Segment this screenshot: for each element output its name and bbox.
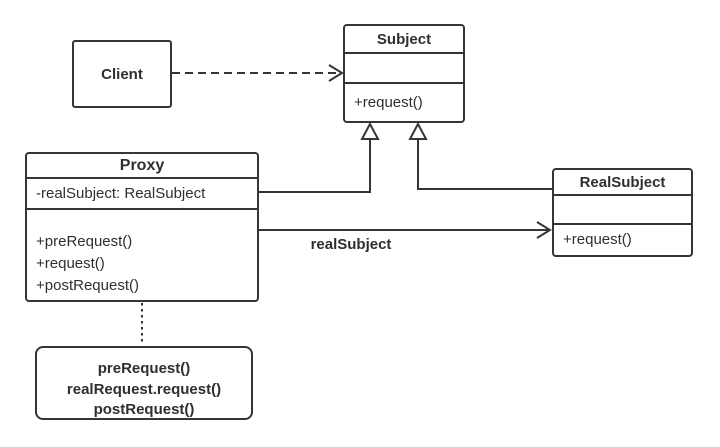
attributes-compartment [345,54,463,84]
methods-compartment: +request() [345,84,463,121]
association-label: realSubject [310,236,392,253]
class-title: Client [101,65,143,83]
note-line: postRequest() [93,401,195,418]
generalization-arrow-realsubject-subject [408,121,552,190]
class-method: +postRequest() [36,277,139,294]
class-method: +request() [563,230,632,248]
note-line: preRequest() [97,360,191,377]
class-method: +preRequest() [36,233,133,250]
methods-compartment: +request() [554,225,691,253]
dependency-arrow-client-subject [172,64,344,82]
class-method: +request() [36,255,105,272]
attributes-compartment [554,196,691,225]
generalization-arrow-proxy-subject [259,121,380,193]
methods-compartment: +preRequest() +request() +postRequest() [27,210,257,297]
class-title: RealSubject [554,170,691,196]
note-line: realRequest.request() [66,380,222,398]
class-realsubject: RealSubject +request() [552,168,693,257]
class-title: Subject [345,26,463,54]
class-client: Client [72,40,172,108]
note-box: preRequest() realRequest.request() postR… [35,346,253,420]
class-subject: Subject +request() [343,24,465,123]
attributes-compartment: -realSubject: RealSubject [27,179,257,210]
class-title: Proxy [27,154,257,179]
class-method: +request() [354,94,423,111]
class-proxy: Proxy -realSubject: RealSubject +preRequ… [25,152,259,302]
class-attribute: -realSubject: RealSubject [36,185,206,202]
